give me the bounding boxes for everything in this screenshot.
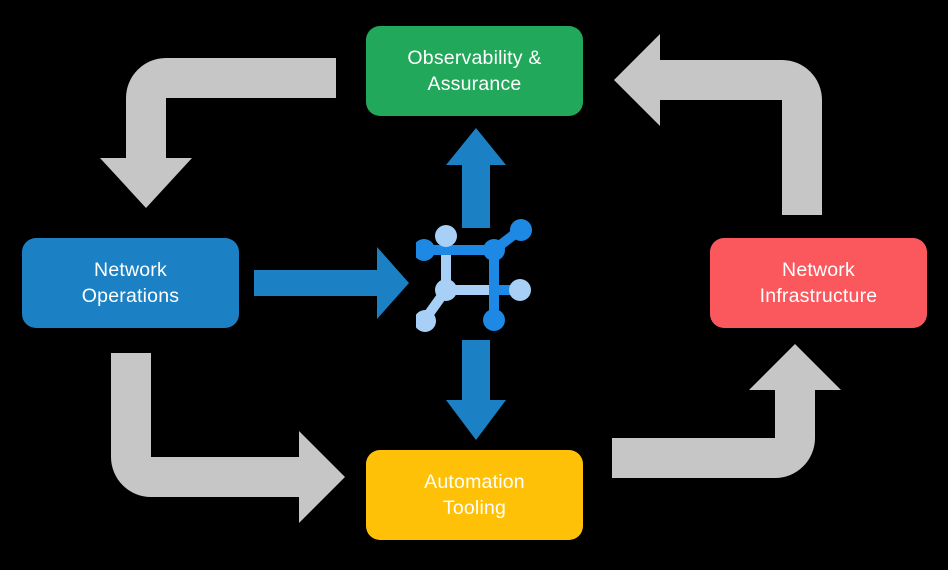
topology-nodes-secondary xyxy=(416,225,531,332)
arrow-operations-to-automation xyxy=(111,353,345,523)
arrow-center-to-automation xyxy=(446,340,506,440)
arrow-center-to-observability xyxy=(446,128,506,228)
arrow-operations-to-center xyxy=(254,247,409,319)
node-network-infrastructure[interactable]: Network Infrastructure xyxy=(710,238,927,328)
arrow-automation-to-infrastructure xyxy=(612,344,841,478)
arrow-observability-to-operations xyxy=(100,58,336,208)
topology-nodes-primary xyxy=(416,219,532,331)
node-observability-assurance[interactable]: Observability & Assurance xyxy=(366,26,583,116)
node-network-operations[interactable]: Network Operations xyxy=(22,238,239,328)
arrow-infrastructure-to-observability xyxy=(614,34,822,215)
network-topology-icon xyxy=(416,219,532,332)
node-automation-tooling[interactable]: Automation Tooling xyxy=(366,450,583,540)
